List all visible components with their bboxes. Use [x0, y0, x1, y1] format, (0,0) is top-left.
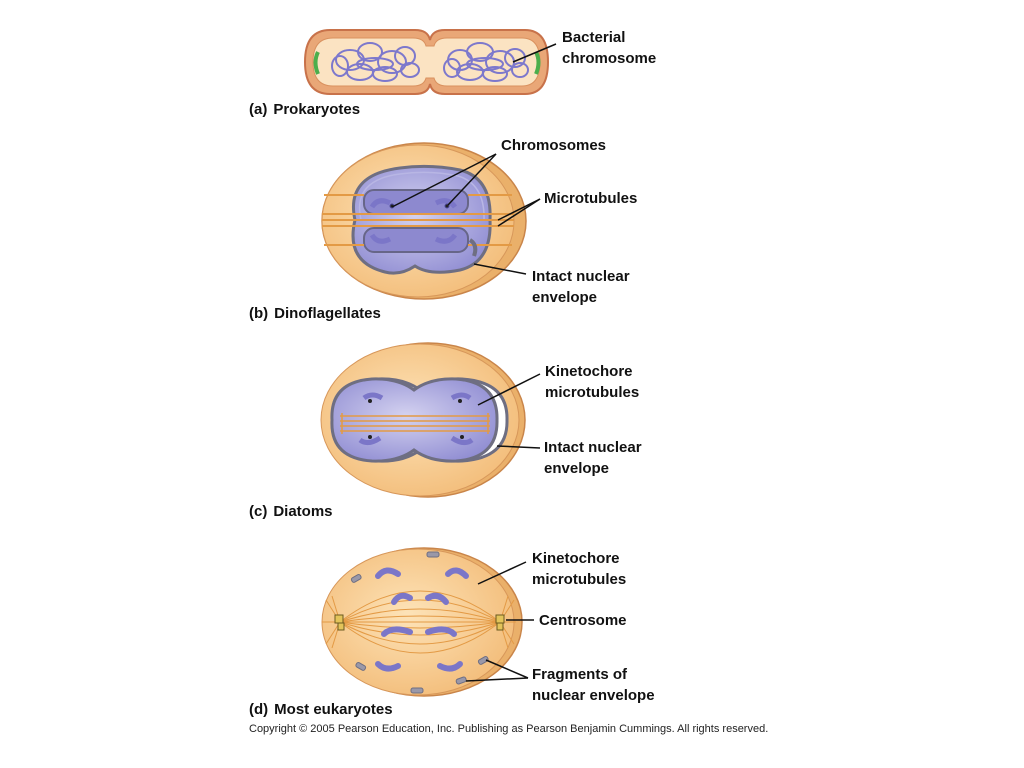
eukaryote-cell [321, 547, 534, 697]
label-kinetochore-microtubules-c: Kinetochore microtubules [545, 363, 640, 401]
caption-c-text: Diatoms [273, 503, 333, 520]
label-intact-nuclear-envelope-b: Intact nuclear envelope [532, 268, 630, 306]
copyright-notice: Copyright © 2005 Pearson Education, Inc.… [249, 723, 769, 735]
label-bacterial-chromosome: Bacterial chromosome [562, 29, 657, 67]
bacterial-chromosome-right [443, 42, 529, 82]
bacterial-chromosome-left [331, 42, 420, 82]
prokaryote-cell [303, 29, 557, 95]
label-microtubules: Microtubules [544, 190, 638, 207]
leader-microtubules-2 [497, 198, 541, 227]
cell-membrane-right [534, 51, 541, 75]
chromosomes [375, 567, 469, 672]
caption-a-text: Prokaryotes [273, 101, 361, 118]
caption-d: (d) Most eukaryotes [249, 701, 393, 718]
leader-intact-envelope-c [496, 445, 541, 449]
caption-b-tag: (b) [249, 305, 269, 322]
leader-kinetochore-microtubules-c [477, 373, 541, 406]
leader-chromosomes-2 [447, 153, 497, 206]
centrosome-right [495, 614, 505, 631]
kinetochore-microtubules [340, 413, 490, 434]
caption-d-tag: (d) [249, 701, 269, 718]
cell-membrane-left [313, 51, 320, 75]
label-centrosome: Centrosome [539, 612, 627, 629]
caption-a: (a) Prokaryotes [249, 101, 360, 118]
caption-c: (c) Diatoms [249, 503, 333, 520]
label-kinetochore-microtubules-d: Kinetochore microtubules [532, 550, 627, 588]
centrosome-left [334, 614, 345, 631]
caption-a-tag: (a) [249, 101, 268, 118]
leader-fragments-1 [485, 659, 529, 679]
nuclear-envelope-inner [358, 171, 485, 221]
nucleus [330, 377, 499, 463]
leader-chromosomes-1 [391, 153, 497, 208]
leader-microtubules-1 [497, 198, 541, 221]
chromosome-tunnel-bottom [363, 227, 469, 253]
dinoflagellate-cell [321, 142, 541, 300]
chromosomes [369, 198, 458, 244]
leader-kinetochore-microtubules-d [477, 561, 527, 585]
leader-bacterial-chromosome [512, 43, 557, 63]
caption-c-tag: (c) [249, 503, 268, 520]
chromosomes [358, 392, 474, 446]
caption-b-text: Dinoflagellates [274, 305, 381, 322]
leader-intact-envelope-b [473, 263, 527, 275]
label-intact-nuclear-envelope-c: Intact nuclear envelope [544, 439, 642, 477]
label-chromosomes: Chromosomes [501, 137, 607, 154]
microtubule-bundle [322, 194, 514, 246]
diatom-cell [320, 342, 541, 498]
kinetochores [368, 399, 464, 439]
leader-fragments-2 [465, 677, 529, 682]
nuclear-envelope-fragments [350, 551, 489, 694]
label-fragments-of-nuclear-envelope: Fragments of nuclear envelope [532, 666, 655, 704]
caption-b: (b) Dinoflagellates [249, 305, 381, 322]
caption-d-text: Most eukaryotes [274, 701, 393, 718]
nuclear-envelope-bump [468, 238, 478, 257]
